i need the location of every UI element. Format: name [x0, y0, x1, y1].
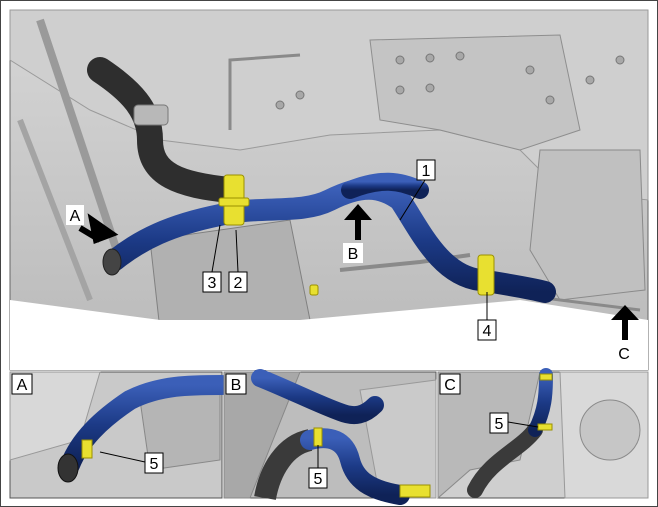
chassis-block-right [529, 149, 646, 301]
callout-3: 3 [208, 275, 217, 292]
marker-a-box: A [66, 205, 84, 225]
coolant-hose-branch [341, 172, 429, 199]
inset-c-label: C [444, 377, 456, 394]
inset-b-clamp-2 [399, 484, 431, 498]
clamps-main [218, 174, 495, 296]
floor-area [10, 300, 648, 370]
inset-a-clamp [81, 439, 93, 459]
callout-leaders [211, 179, 488, 320]
metal-pipe-3 [228, 53, 301, 130]
hose-connector-top [133, 104, 169, 126]
clamp-4 [477, 254, 495, 296]
frame-rail-plate [369, 34, 581, 151]
inset-b-clamp [313, 427, 323, 447]
marker-b-box: B [343, 243, 363, 263]
strut-left-2 [17, 118, 93, 302]
marker-b: B [348, 246, 359, 263]
callout-1: 1 [422, 163, 431, 180]
callout-box-3: 3 [202, 271, 222, 293]
arrow-c-icon [611, 305, 639, 340]
arrow-b-icon [344, 204, 372, 240]
inset-b-label: B [231, 377, 242, 394]
inset-c-clamp [537, 423, 553, 431]
marker-c-box: C [614, 343, 634, 363]
callout-box-2: 2 [228, 271, 248, 293]
inset-a-callout: 5 [150, 456, 159, 473]
inset-a-label: A [17, 377, 28, 394]
inset-a: A 5 [9, 371, 232, 499]
callout-box-4: 4 [477, 319, 497, 341]
main-view: 1 2 3 4 A B C [9, 9, 649, 371]
inset-b-hose-2 [251, 369, 384, 425]
callout-4: 4 [483, 323, 492, 340]
small-clamp [309, 284, 319, 296]
marker-a: A [70, 208, 81, 225]
inset-c: C 5 [437, 368, 649, 500]
marker-c: C [618, 346, 630, 363]
hose-end-fitting-a [102, 248, 122, 276]
arrow-a-icon [78, 213, 119, 245]
strut-left-1 [36, 18, 124, 262]
inset-c-dark-hose [467, 422, 543, 498]
callout-2: 2 [234, 275, 243, 292]
inset-c-callout: 5 [495, 416, 504, 433]
inset-b: B 5 [223, 369, 437, 505]
clamp-bracket [218, 197, 250, 207]
dark-hose-main [87, 57, 243, 203]
callout-box-1: 1 [416, 159, 436, 181]
inset-b-callout: 5 [314, 471, 323, 488]
